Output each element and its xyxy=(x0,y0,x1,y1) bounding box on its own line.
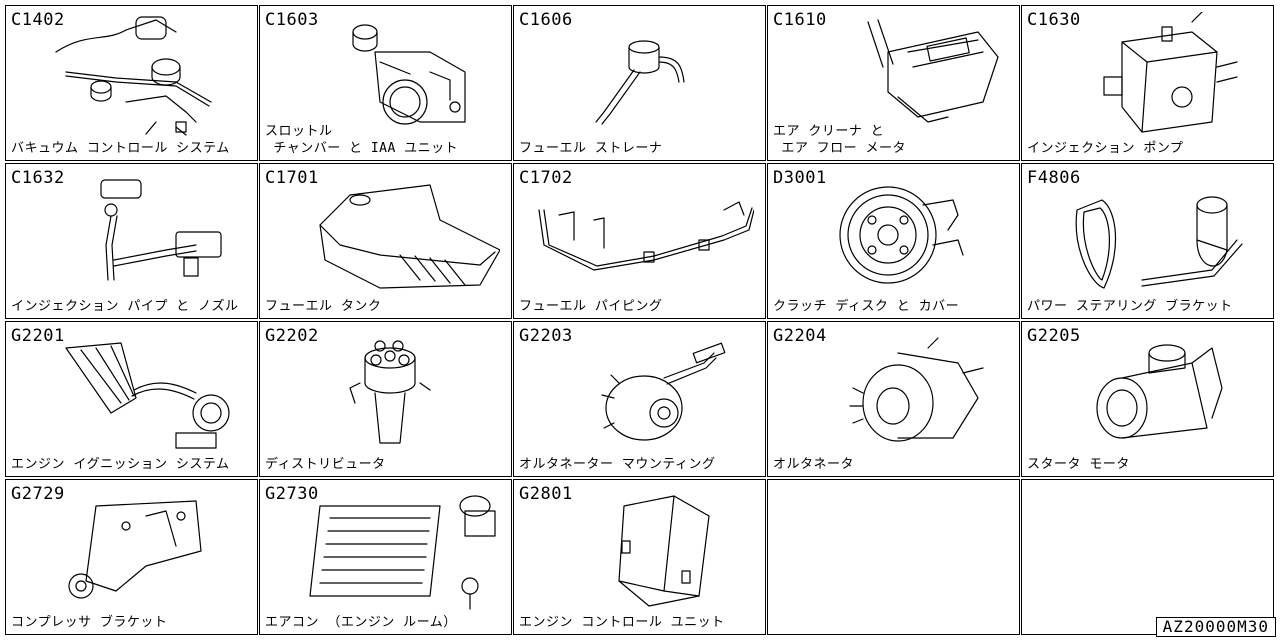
part-code: G2204 xyxy=(773,326,827,346)
part-caption: エンジン イグニッション システム xyxy=(11,457,230,472)
vacuum-hose-icon xyxy=(55,16,212,136)
injection-pipe-icon xyxy=(100,179,222,281)
part-cell-c1402[interactable]: C1402 バキュウム コントロール システム xyxy=(5,5,258,161)
part-caption: スタータ モータ xyxy=(1027,457,1130,472)
part-caption: ディストリビュータ xyxy=(265,457,386,472)
part-caption: フューエル タンク xyxy=(265,299,382,314)
part-code: G2729 xyxy=(11,484,65,504)
part-cell-c1603[interactable]: C1603 スロットル チャンバー と IAA ユニット xyxy=(259,5,512,161)
part-code: C1610 xyxy=(773,10,827,30)
part-cell-g2801[interactable]: G2801 エンジン コントロール ユニット xyxy=(513,479,766,635)
part-cell-c1702[interactable]: C1702 フューエル パイピング xyxy=(513,163,766,319)
part-code: G2202 xyxy=(265,326,319,346)
part-cell-c1606[interactable]: C1606 フューエル ストレーナ xyxy=(513,5,766,161)
part-caption: スロットル チャンバー と IAA ユニット xyxy=(265,124,459,156)
alternator-icon xyxy=(849,337,984,442)
part-code: G2801 xyxy=(519,484,573,504)
throttle-chamber-icon xyxy=(352,24,466,125)
part-caption: フューエル ストレーナ xyxy=(519,141,663,156)
power-steering-pump-icon xyxy=(1075,196,1243,289)
part-caption: フューエル パイピング xyxy=(519,299,663,314)
compressor-bracket-icon xyxy=(68,500,202,599)
part-code: F4806 xyxy=(1027,168,1081,188)
part-caption: エンジン コントロール ユニット xyxy=(519,615,725,630)
part-code: D3001 xyxy=(773,168,827,188)
part-cell-g2730[interactable]: G2730 エアコン （エンジン ルーム） xyxy=(259,479,512,635)
part-code: C1702 xyxy=(519,168,573,188)
part-cell-g2204[interactable]: G2204 オルタネータ xyxy=(767,321,1020,477)
part-cell-c1630[interactable]: C1630 インジェクション ポンプ xyxy=(1021,5,1274,161)
part-cell-g2205[interactable]: G2205 スタータ モータ xyxy=(1021,321,1274,477)
air-cleaner-icon xyxy=(867,19,999,123)
fuel-piping-icon xyxy=(538,201,754,271)
ecu-icon xyxy=(618,495,710,607)
part-caption: コンプレッサ ブラケット xyxy=(11,615,168,630)
document-id: AZ20000M30 xyxy=(1155,617,1276,637)
starter-motor-icon xyxy=(1096,344,1223,439)
part-cell-d3001[interactable]: D3001 クラッチ ディスク と カバー xyxy=(767,163,1020,319)
part-code: G2730 xyxy=(265,484,319,504)
empty-cell xyxy=(767,479,1020,635)
part-cell-g2201[interactable]: G2201 エンジン イグニッション システム xyxy=(5,321,258,477)
ignition-coil-icon xyxy=(65,342,230,449)
clutch-disc-icon xyxy=(839,186,964,284)
part-caption: オルタネータ xyxy=(773,457,855,472)
empty-cell xyxy=(1021,479,1274,635)
part-code: C1402 xyxy=(11,10,65,30)
part-cell-c1632[interactable]: C1632 インジェクション パイプ と ノズル xyxy=(5,163,258,319)
part-caption: エア クリーナ と エア フロー メータ xyxy=(773,124,906,156)
injection-pump-icon xyxy=(1103,12,1238,133)
part-caption: インジェクション ポンプ xyxy=(1027,141,1184,156)
part-caption: エアコン （エンジン ルーム） xyxy=(265,615,457,630)
part-code: C1701 xyxy=(265,168,319,188)
part-cell-g2202[interactable]: G2202 ディストリビュータ xyxy=(259,321,512,477)
part-caption: バキュウム コントロール システム xyxy=(11,141,230,156)
part-code: G2203 xyxy=(519,326,573,346)
fuel-strainer-icon xyxy=(595,40,685,125)
alternator-mount-icon xyxy=(601,342,726,441)
aircon-condenser-icon xyxy=(309,495,496,610)
part-cell-c1701[interactable]: C1701 フューエル タンク xyxy=(259,163,512,319)
part-code: C1630 xyxy=(1027,10,1081,30)
part-caption: インジェクション パイプ と ノズル xyxy=(11,299,239,314)
part-caption: クラッチ ディスク と カバー xyxy=(773,299,960,314)
part-cell-c1610[interactable]: C1610 エア クリーナ と エア フロー メータ xyxy=(767,5,1020,161)
part-cell-g2729[interactable]: G2729 コンプレッサ ブラケット xyxy=(5,479,258,635)
part-cell-g2203[interactable]: G2203 オルタネーター マウンティング xyxy=(513,321,766,477)
part-code: G2201 xyxy=(11,326,65,346)
part-cell-f4806[interactable]: F4806 パワー ステアリング ブラケット xyxy=(1021,163,1274,319)
parts-catalog-grid: C1402 バキュウム コントロール システム C1603 スロットル チャンバ… xyxy=(5,5,1275,637)
part-code: C1632 xyxy=(11,168,65,188)
part-caption: オルタネーター マウンティング xyxy=(519,457,716,472)
part-code: C1603 xyxy=(265,10,319,30)
part-code: G2205 xyxy=(1027,326,1081,346)
part-caption: パワー ステアリング ブラケット xyxy=(1027,299,1233,314)
distributor-icon xyxy=(349,340,431,444)
fuel-tank-icon xyxy=(319,184,500,289)
part-code: C1606 xyxy=(519,10,573,30)
